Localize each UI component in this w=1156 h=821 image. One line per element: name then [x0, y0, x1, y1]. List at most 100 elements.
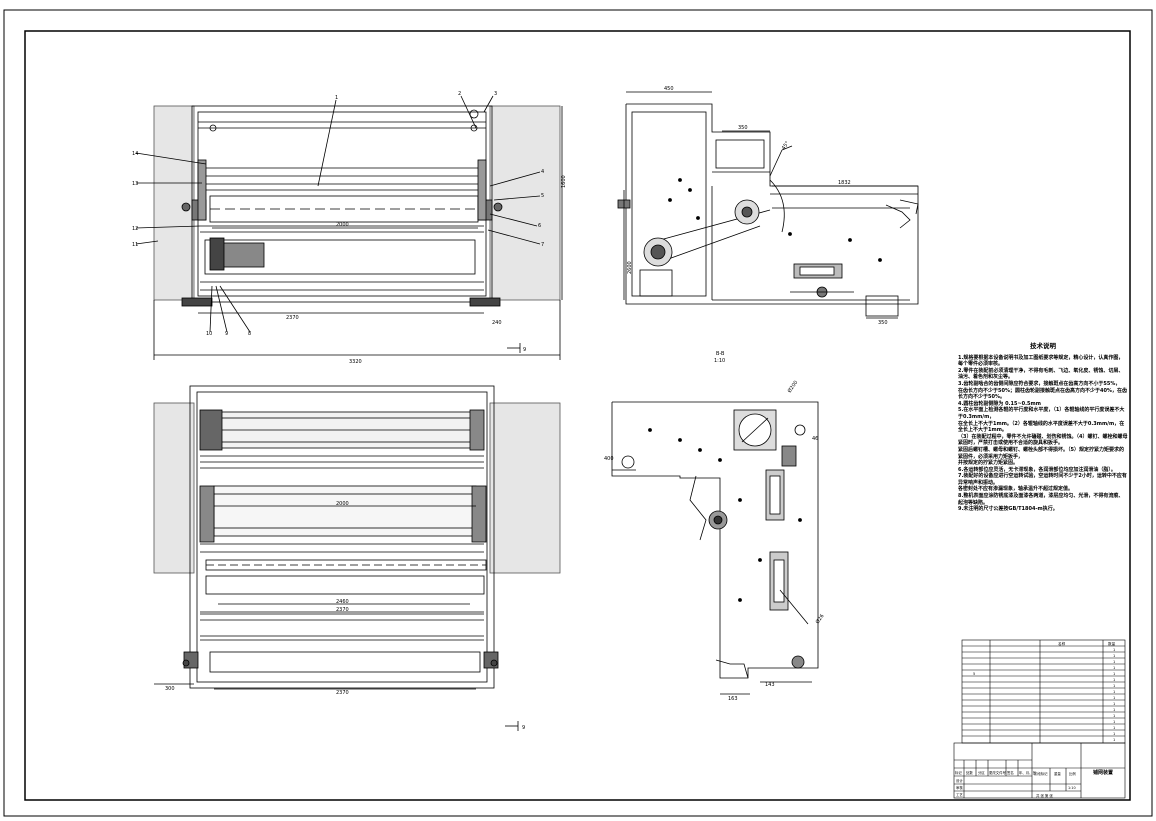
note-line: 1.规格要根据本设备说明书及加工图纸要求等规定，精心设计，认真作图，每个零件必须…	[958, 354, 1124, 368]
dim-height: 1600	[561, 175, 567, 188]
note-line: 8.整机表面应涂防锈底漆及面漆各两道，漆层应均匀、光滑，不得有流痕、起泡等缺陷。	[958, 493, 1124, 506]
title-block-labels: 标记 处数 分区 更改文件号 签名 年、月、日 设计 审核 工艺 阶段标记 重量…	[955, 769, 1113, 798]
tb-sign: 签名	[1007, 770, 1014, 775]
dim-offset: 240	[492, 320, 502, 326]
top-view-labels: 1 2 3 4 5 6 7 8 9 10 11 12 13 14 3320 23…	[132, 91, 567, 365]
note-line: 5.在水平面上检测各辊的平行度和水平度，（1）各辊轴线的平行度误差不大于0.3m…	[958, 407, 1125, 420]
tb-count: 处数	[966, 770, 973, 775]
dim-side-angle: 45°	[781, 140, 791, 151]
balloon-9: 9	[225, 331, 228, 337]
tb-date: 年、月、日	[1019, 770, 1036, 775]
balloon-2: 2	[458, 91, 461, 97]
dim-side-conveyor: 1832	[838, 180, 851, 186]
tb-check: 审核	[956, 785, 963, 790]
tb-weight: 重量	[1054, 771, 1061, 776]
qty-13: 1	[1113, 720, 1115, 724]
note-line: 在全长上不大于1mm。（2）各辊轴线的水平度误差不大于0.3mm/m，在全长上不…	[958, 420, 1125, 434]
note-line: 2.零件在装配前必须清理干净，不得有毛刺、飞边、氧化皮、锈蚀、切屑、油污、着色剂…	[958, 367, 1124, 381]
note-line: 在齿长方向不少于50%；圆柱齿轮副接触斑点在齿高方向不少于40%，在齿长方向不少…	[958, 387, 1127, 401]
drawing-name: 铺网装置	[1093, 769, 1113, 776]
qty-12: 1	[1113, 714, 1115, 718]
balloon-12: 12	[132, 226, 138, 232]
qty-4: 1	[1113, 666, 1115, 670]
note-line: 紧固后螺钉槽、螺母和螺钉、螺栓头部不得损坏。（5）规定拧紧力矩要求的紧固件，必须…	[958, 446, 1124, 460]
dim-section-a3: Ø26	[814, 613, 826, 625]
dim-base: 2370	[336, 690, 349, 696]
balloon-10: 10	[206, 331, 212, 337]
qty-10: 1	[1113, 702, 1115, 706]
technical-notes: 技术说明 1.规格要根据本设备说明书及加工图纸要求等规定，精心设计，认真作图，每…	[958, 343, 1128, 513]
balloon-5: 5	[541, 193, 544, 199]
qty-7: 1	[1113, 684, 1115, 688]
qty-11: 1	[1113, 708, 1115, 712]
tb-scale-value: 1:10	[1068, 786, 1076, 790]
note-line: 7.装配好的设备应进行空运转试验，空运转时间不少于2小时，运转中不应有异常响声和…	[958, 473, 1127, 486]
dim-side-base: 350	[878, 320, 888, 326]
dim-frame-width: 2370	[286, 315, 299, 321]
dim-left: 300	[165, 686, 175, 692]
tb-zone: 分区	[978, 770, 985, 775]
balloon-14: 14	[132, 151, 138, 157]
top-view	[135, 95, 563, 360]
balloon-3: 3	[494, 91, 497, 97]
tb-process: 工艺	[956, 792, 963, 797]
sheet-outer-border	[3, 9, 1153, 817]
dim-section-left: 400	[604, 456, 614, 462]
qty-6: 1	[1113, 678, 1115, 682]
dim-section-a1: Ø200	[786, 379, 799, 394]
note-line: 并按规定的拧紧力矩紧固。	[958, 460, 1019, 467]
qty-14: 1	[1113, 726, 1115, 730]
tb-change-doc: 更改文件号	[989, 770, 1007, 775]
qty-1: 1	[1113, 648, 1115, 652]
qty-16: 1	[1113, 738, 1115, 742]
parts-header-name: 名称	[1058, 641, 1066, 646]
qty-2: 1	[1113, 654, 1115, 658]
dim-side-top: 450	[664, 86, 674, 92]
notes-title: 技术说明	[1030, 342, 1056, 350]
note-line: 各密封处不应有渗漏现象，轴承温升不超过规定值。	[958, 486, 1074, 493]
note-line: 4.圆柱齿轮副侧隙为 0.15~0.5mm	[958, 400, 1041, 407]
tb-design: 设计	[956, 778, 963, 783]
parts-list-labels: 名称 数量 5 1 1 1 1 1 1 1 1 1 1 1 1 1 1 1 1	[973, 641, 1116, 742]
dim-frame: 2370	[336, 607, 349, 613]
tb-stage-mark: 阶段标记	[1034, 771, 1048, 776]
qty-3: 1	[1113, 660, 1115, 664]
dim-roller-2: 2460	[336, 599, 349, 605]
tb-sheets: 共 张 第 张	[1036, 793, 1053, 798]
balloon-7: 7	[541, 242, 544, 248]
qty-15: 1	[1113, 732, 1115, 736]
parts-list	[961, 639, 1126, 744]
side-view-labels: 450 350 1832 350 2600 45°	[627, 86, 888, 326]
dim-roller-width: 2000	[336, 222, 349, 228]
sheet-inner-border	[24, 30, 1131, 801]
view-marker-b: 9	[522, 725, 525, 731]
dim-section-bottom2: 163	[728, 696, 738, 702]
dim-side-left-height: 2600	[627, 261, 633, 274]
parts-header-qty: 数量	[1108, 641, 1116, 646]
dim-section-bottom1: 143	[765, 682, 775, 688]
section-scale: 1:10	[714, 358, 725, 364]
dim-section-a2: 46	[812, 436, 818, 442]
dim-overall-width: 3320	[349, 359, 362, 365]
qty-9: 1	[1113, 696, 1115, 700]
part-number: 5	[973, 672, 975, 676]
qty-8: 1	[1113, 690, 1115, 694]
note-line: 9.未注明的尺寸公差按GB/T1804-m执行。	[958, 506, 1058, 513]
dim-roller-1: 2000	[336, 501, 349, 507]
balloon-6: 6	[538, 223, 541, 229]
bottom-view	[153, 385, 561, 731]
balloon-4: 4	[541, 169, 544, 175]
balloon-1: 1	[335, 95, 338, 101]
note-line: 6.各运转部位应灵活，无卡滞现象，各润滑部位均应加注润滑油（脂）。	[958, 466, 1116, 473]
note-line: （3）在装配过程中，零件不允许磕碰、划伤和锈蚀。（4）螺钉、螺栓和螺母紧固时，严…	[958, 433, 1128, 447]
section-view	[611, 401, 819, 695]
qty-5: 1	[1113, 672, 1115, 676]
balloon-13: 13	[132, 181, 138, 187]
bottom-view-labels: 2000 2460 2370 2370 300 9	[165, 501, 525, 731]
title-block	[953, 742, 1126, 799]
balloon-8: 8	[248, 331, 251, 337]
dim-side-upper: 350	[738, 125, 748, 131]
section-title: B-B	[716, 351, 725, 357]
note-line: 3.齿轮副啮合的齿侧间隙应符合要求，接触斑点在齿高方向不小于55%，	[958, 380, 1121, 387]
